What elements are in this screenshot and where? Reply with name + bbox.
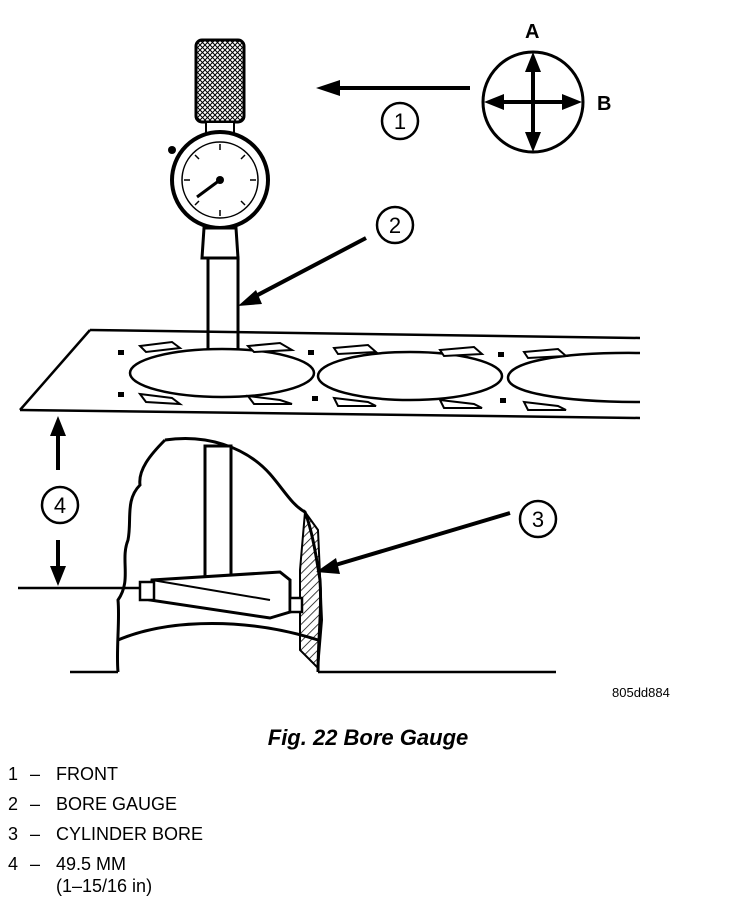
legend-item-number: 2 <box>8 794 19 814</box>
callout-4-number: 4 <box>54 493 66 518</box>
callout-3-number: 3 <box>532 507 544 532</box>
legend-item: 3 – CYLINDER BORE <box>8 823 203 853</box>
legend-item-number: 4 <box>8 854 19 874</box>
legend-item-dash: – <box>30 854 41 874</box>
callout-3-leader <box>316 511 511 574</box>
callout-3: 3 <box>518 499 558 539</box>
figure-reference-code: 805dd884 <box>612 685 670 700</box>
direction-label-b: B <box>597 93 611 115</box>
callout-1-number: 1 <box>394 109 406 134</box>
legend-item-text: FRONT <box>56 764 118 784</box>
callout-1: 1 <box>380 101 420 141</box>
legend-item-dash: – <box>30 794 41 814</box>
figure-caption: Fig. 22 Bore Gauge <box>267 725 469 750</box>
bore-gauge-illustration: A B 1 <box>18 21 670 700</box>
bore-gauge <box>168 38 270 398</box>
cylinder-bore-cutaway <box>18 437 556 674</box>
engine-block-deck <box>19 328 641 420</box>
callout-4: 4 <box>40 485 80 525</box>
legend-item-text: CYLINDER BORE <box>56 824 204 844</box>
legend-item-text: 49.5 MM (1–15/16 in) <box>56 854 153 896</box>
callout-2-leader <box>238 236 367 306</box>
legend-item-number: 3 <box>8 824 19 844</box>
legend-item-text: BORE GAUGE <box>56 794 178 814</box>
direction-indicator: A B <box>481 21 611 154</box>
legend-item-dash: – <box>30 824 41 844</box>
dimension-4 <box>50 416 66 586</box>
legend-item-dash: – <box>30 764 41 784</box>
callout-2: 2 <box>375 205 415 245</box>
legend-item: 4 – 49.5 MM (1–15/16 in) <box>8 853 203 901</box>
front-arrow <box>316 80 470 96</box>
legend-item-number: 1 <box>8 764 19 784</box>
callout-2-number: 2 <box>389 213 401 238</box>
legend: 1 – FRONT 2 – BORE GAUGE 3 – CYLINDER BO… <box>8 763 203 901</box>
legend-item: 1 – FRONT <box>8 763 203 793</box>
direction-label-a: A <box>525 21 539 43</box>
legend-item: 2 – BORE GAUGE <box>8 793 203 823</box>
